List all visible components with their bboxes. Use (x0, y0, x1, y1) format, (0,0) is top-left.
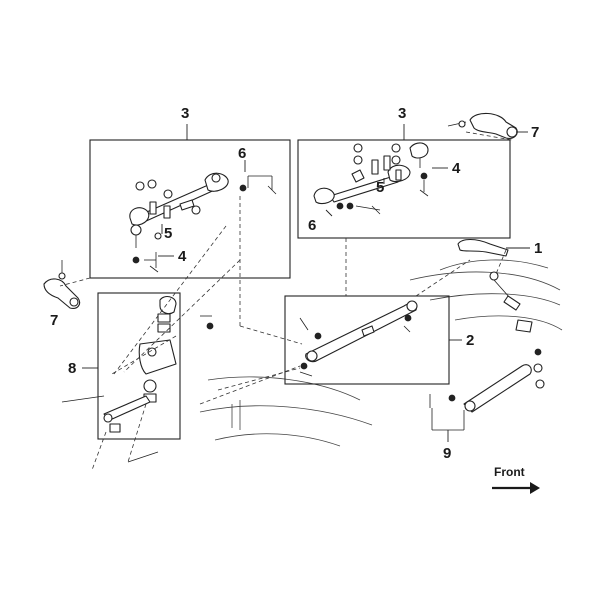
callout-4-left: 4 (178, 248, 187, 265)
callout-4-right: 4 (452, 160, 461, 177)
callout-5-left: 5 (164, 225, 172, 242)
tie-rod-assembly-right-parts (313, 142, 429, 215)
idler-arm-right (447, 112, 518, 139)
callout-6-left: 6 (238, 145, 246, 162)
callout-1: 1 (534, 240, 542, 257)
callout-2: 2 (466, 332, 474, 349)
callout-8: 8 (68, 360, 76, 377)
idler-arm-left (43, 260, 81, 309)
center-link-box (284, 295, 450, 385)
pitman-arm (457, 238, 533, 333)
front-direction-label: Front (494, 465, 525, 479)
arrow-right-icon (492, 482, 540, 494)
center-link-parts (299, 300, 418, 377)
callout-3-left: 3 (181, 105, 189, 122)
tie-rod-assembly-box-left (89, 139, 291, 279)
connection-leader-lines (59, 131, 513, 471)
pitman-mount-parts (61, 295, 214, 463)
vehicle-frame-outline (199, 259, 563, 447)
callout-6-right: 6 (308, 217, 316, 234)
callout-7-right: 7 (531, 124, 539, 141)
tie-rod-assembly-left-parts (129, 172, 277, 273)
callout-3-right: 3 (398, 105, 406, 122)
callout-5-right: 5 (376, 179, 384, 196)
steering-damper (429, 348, 545, 431)
callout-7-left: 7 (50, 312, 58, 329)
pitman-mount-box (97, 292, 181, 440)
callout-9: 9 (443, 445, 451, 462)
